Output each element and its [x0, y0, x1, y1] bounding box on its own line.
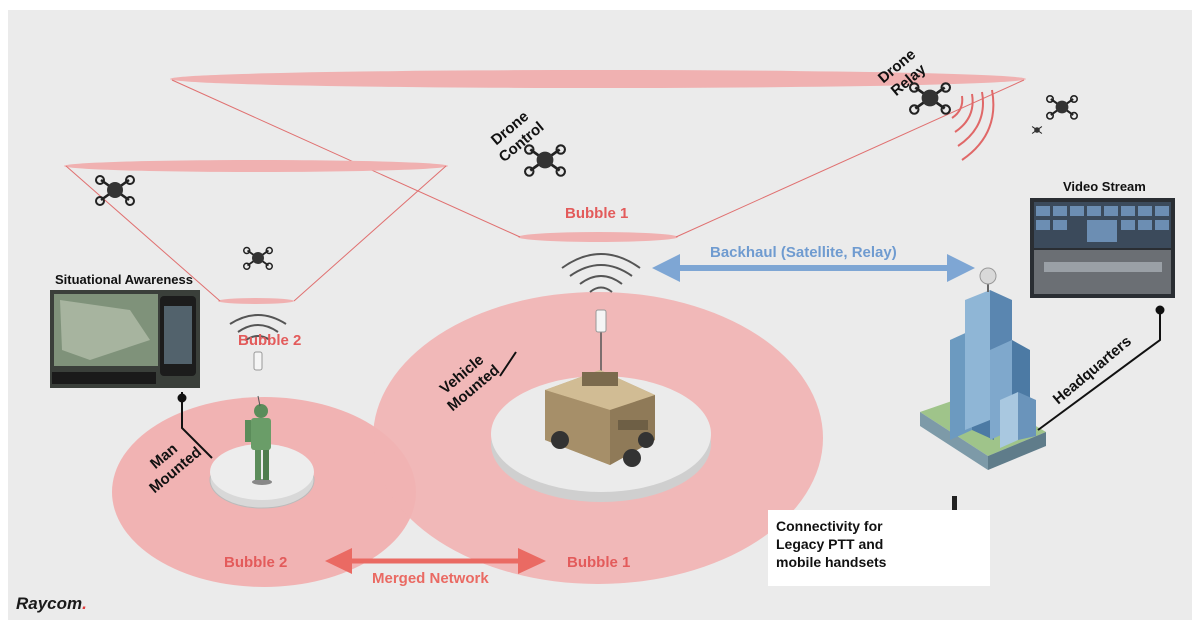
vehicle-antenna-icon — [595, 309, 607, 372]
cone-line — [65, 165, 221, 302]
connector-line — [177, 392, 213, 459]
drone-control-icon — [524, 144, 566, 177]
merged-network-label: Merged Network — [372, 570, 489, 587]
backhaul-label: Backhaul (Satellite, Relay) — [710, 244, 897, 261]
bubble1-airspace-ellipse — [170, 70, 1026, 88]
brand-logo: Raycom. — [16, 594, 87, 614]
building-icon — [920, 278, 1046, 470]
cone-line — [293, 165, 447, 302]
connector-line — [1037, 305, 1165, 431]
video-stream-image — [1030, 198, 1175, 298]
drone-icon — [243, 246, 273, 270]
satellite-dish-icon — [979, 267, 997, 285]
bubble1-ground-ellipse — [518, 232, 678, 242]
bubble1-top-label: Bubble 1 — [565, 205, 629, 222]
situational-awareness-image — [50, 290, 200, 388]
drone-relay-icon — [909, 82, 951, 115]
headquarters-label: Headquarters — [1050, 333, 1135, 408]
bubble1-bottom-label: Bubble 1 — [567, 554, 631, 571]
video-stream-label: Video Stream — [1063, 179, 1146, 194]
signal-waves-icon — [561, 253, 641, 293]
headquarters-label-text: Headquarters — [1050, 333, 1135, 408]
signal-waves-icon — [951, 89, 995, 161]
legacy-connectivity-box: Connectivity for Legacy PTT and mobile h… — [768, 510, 990, 586]
merged-network-arrow — [325, 548, 546, 574]
man-platform-top — [210, 444, 314, 500]
drone-icon — [1031, 126, 1043, 134]
man-antenna-icon — [253, 351, 263, 371]
signal-waves-icon — [229, 314, 287, 341]
vehicle-icon — [545, 370, 655, 467]
bubble2-airspace-ellipse — [64, 160, 448, 172]
drone-icon — [95, 175, 135, 206]
situational-awareness-label: Situational Awareness — [55, 272, 193, 287]
drone-icon — [1045, 94, 1079, 120]
cone-line — [675, 79, 1025, 238]
soldier-icon — [245, 395, 272, 485]
backhaul-arrow — [652, 254, 975, 282]
brand-logo-text: Raycom — [16, 594, 83, 613]
bubble2-bottom-label: Bubble 2 — [224, 554, 288, 571]
cone-line — [171, 79, 521, 238]
connector-line — [499, 351, 517, 377]
legacy-connectivity-text: Connectivity for Legacy PTT and mobile h… — [776, 518, 887, 570]
brand-logo-dot: . — [82, 594, 87, 613]
bubble2-top-label: Bubble 2 — [238, 332, 302, 349]
bubble2-ground-ellipse — [218, 298, 294, 304]
